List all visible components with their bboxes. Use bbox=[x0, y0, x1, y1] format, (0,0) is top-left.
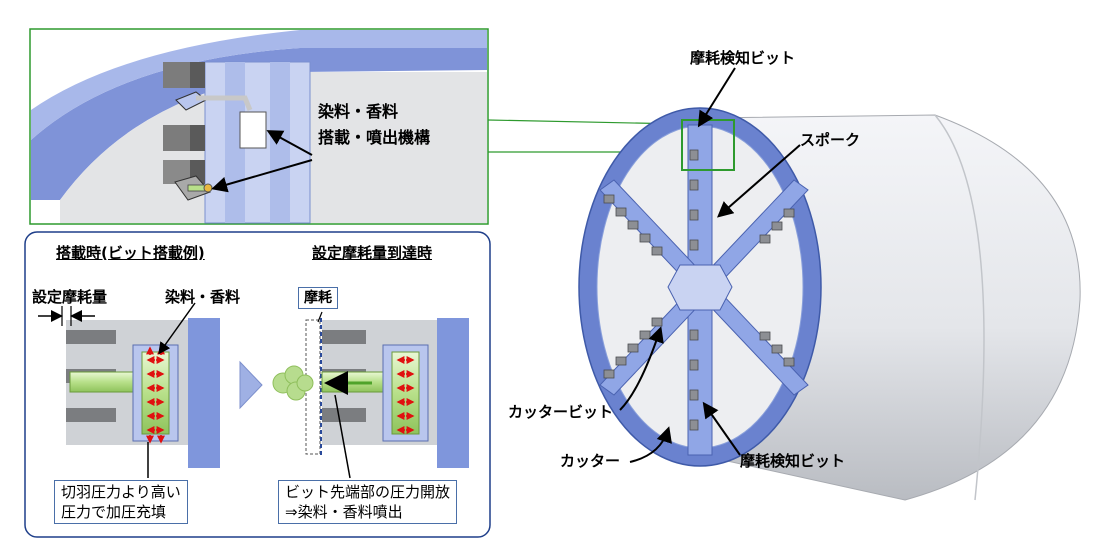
before-diagram bbox=[38, 302, 220, 478]
before-note-line2: 圧力で加圧充填 bbox=[61, 503, 167, 521]
top-detail-panel bbox=[29, 28, 489, 225]
before-note: 切羽圧力より高い 圧力で加圧充填 bbox=[54, 480, 188, 524]
shield-machine-illustration bbox=[578, 67, 1081, 501]
dye-mechanism-label-line1: 染料・香料 bbox=[318, 102, 399, 121]
after-diagram bbox=[272, 311, 469, 479]
wear-bit-label-bottom: 摩耗検知ビット bbox=[740, 452, 846, 470]
after-note-line1: ビット先端部の圧力開放 bbox=[285, 483, 451, 501]
cutter-label: カッター bbox=[560, 452, 621, 470]
after-note: ビット先端部の圧力開放 ⇒染料・香料噴出 bbox=[278, 480, 458, 524]
after-note-line2: ⇒染料・香料噴出 bbox=[285, 503, 403, 521]
wear-label: 摩耗 bbox=[298, 287, 338, 309]
mechanism-panel bbox=[24, 231, 491, 538]
wear-bit-label-top: 摩耗検知ビット bbox=[690, 49, 796, 67]
before-title: 搭載時(ビット搭載例) bbox=[56, 244, 205, 262]
cutter-bit-label: カッタービット bbox=[508, 403, 614, 421]
dye-mechanism-label-line2: 搭載・噴出機構 bbox=[318, 128, 431, 147]
after-title: 設定摩耗量到達時 bbox=[312, 244, 433, 262]
before-note-line1: 切羽圧力より高い bbox=[61, 483, 181, 501]
spoke-label: スポーク bbox=[800, 131, 861, 149]
transition-arrow-icon bbox=[239, 360, 263, 410]
dye-label: 染料・香料 bbox=[165, 288, 241, 306]
wear-setting-label: 設定摩耗量 bbox=[32, 288, 108, 306]
dye-cloud-icon bbox=[272, 365, 314, 401]
